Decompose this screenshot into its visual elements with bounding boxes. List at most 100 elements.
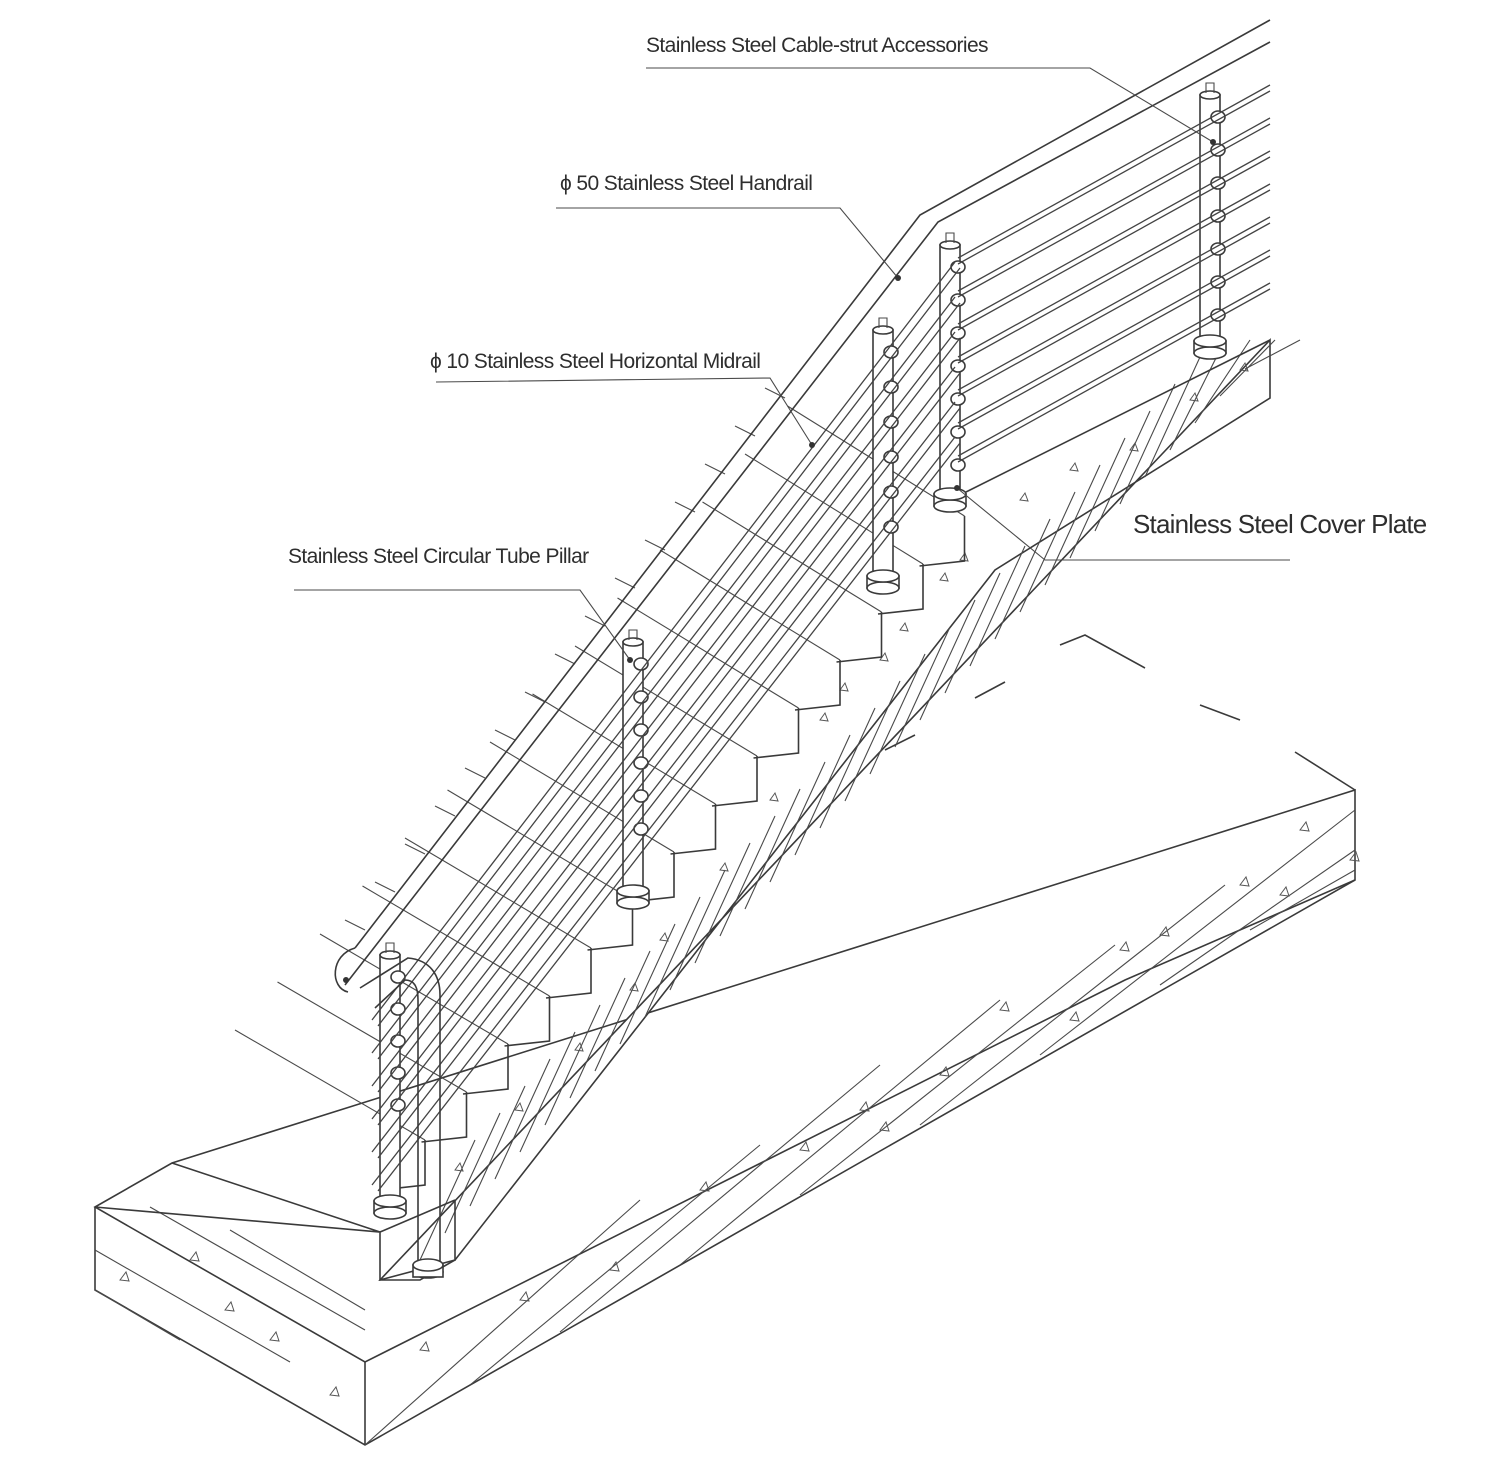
tread-tick [644, 539, 666, 551]
aggregate-mark [224, 1300, 235, 1312]
tread-tick [524, 691, 546, 703]
hatch-line [544, 1004, 601, 1126]
aggregate-mark [859, 1100, 870, 1112]
midrail-level [957, 249, 1271, 424]
aggregate-mark [119, 1270, 130, 1282]
pillars [373, 82, 1227, 1220]
tread-tick [404, 843, 426, 855]
midrail-sloped [377, 337, 961, 1093]
aggregate-mark [1159, 925, 1170, 937]
hatch-line [594, 950, 651, 1072]
step-edge [794, 660, 841, 711]
hatch-line [1159, 849, 1356, 986]
label-handrail: ϕ 50 Stainless Steel Handrail [560, 172, 812, 195]
step-edge [545, 948, 592, 999]
aggregate-mark [999, 1000, 1010, 1012]
aggregate-mark [879, 1120, 890, 1132]
midrail-level [957, 183, 1271, 358]
aggregate-mark [609, 1260, 620, 1272]
hatch-line [419, 1139, 476, 1261]
pillar [866, 317, 900, 595]
hatch-line [744, 788, 801, 910]
label-pillar: Stainless Steel Circular Tube Pillar [288, 545, 589, 568]
aggregate-mark [514, 1101, 524, 1112]
leader-midrail [435, 377, 813, 446]
aggregate-mark [454, 1161, 464, 1172]
hatch-line [919, 599, 976, 721]
aggregate-mark [629, 981, 639, 992]
aggregate-mark [659, 931, 669, 942]
hatch-line [1119, 383, 1176, 505]
step-edge [877, 564, 924, 615]
step-tread [574, 645, 758, 757]
hatch-line [229, 1229, 366, 1311]
midrail-sloped [371, 436, 956, 1186]
cable-strut-fitting [950, 392, 966, 406]
aggregate-mark [769, 791, 779, 802]
tread-tick [464, 767, 486, 779]
aggregate-mark [1349, 850, 1360, 862]
aggregate-mark [189, 1250, 200, 1262]
handrail [334, 19, 1271, 1279]
midrail-level [957, 189, 1271, 364]
midrail-level [957, 90, 1271, 265]
hatch-line [94, 1249, 291, 1363]
step-edge [421, 1092, 468, 1143]
midrail-sloped [371, 331, 956, 1087]
aggregate-mark [839, 681, 849, 692]
leader-cover-plate [956, 487, 1290, 561]
midrail-level [957, 84, 1271, 259]
hatch-line [794, 734, 851, 856]
leader-handrail [556, 207, 899, 279]
hatch-line [769, 761, 826, 883]
step-tread [319, 933, 509, 1045]
hatch-line [94, 1289, 181, 1341]
horizontal-midrails [371, 84, 1271, 1192]
slab-edges [94, 879, 1356, 1446]
label-midrail: ϕ 10 Stainless Steel Horizontal Midrail [430, 350, 760, 373]
hatch-line [844, 680, 901, 802]
label-cover-plate: Stainless Steel Cover Plate [1133, 509, 1427, 539]
hatch-line [919, 884, 1226, 1126]
aggregate-mark [574, 1041, 584, 1052]
pillar-cap [945, 232, 955, 243]
leader-lines [294, 67, 1290, 663]
aggregate-mark [899, 621, 909, 632]
midrail-sloped [377, 442, 961, 1192]
step-edge [670, 804, 717, 855]
aggregate-mark [719, 861, 729, 872]
slab-hatching [94, 809, 1360, 1446]
hatch-line [569, 977, 626, 1099]
aggregate-mark [329, 1385, 340, 1397]
midrail-level [957, 150, 1271, 325]
labels: Stainless Steel Cable-strut Accessories … [288, 34, 1428, 568]
hatch-line [1019, 491, 1076, 613]
hatch-line [364, 1199, 641, 1446]
step-tread [404, 837, 592, 949]
aggregate-mark [1119, 940, 1130, 952]
pillar-cap [385, 942, 395, 953]
tread-tick [494, 729, 516, 741]
aggregate-mark [1239, 361, 1249, 372]
aggregate-mark [1019, 491, 1029, 502]
hatch-line [1039, 809, 1356, 1056]
tread-tick [434, 805, 456, 817]
stringer-hatching [419, 339, 1301, 1261]
midrail-level [957, 117, 1271, 292]
pillar [1193, 82, 1227, 360]
aggregate-mark [939, 1065, 950, 1077]
hatch-line [1249, 869, 1356, 931]
step-edge [462, 1044, 509, 1095]
cable-strut-fitting [950, 359, 966, 373]
step-tread [277, 981, 467, 1093]
step-edge [711, 756, 758, 807]
step-edge [504, 996, 551, 1047]
aggregate-mark [699, 1180, 710, 1192]
hatch-line [444, 1112, 501, 1234]
aggregate-mark [1129, 441, 1139, 452]
midrail-level [957, 222, 1271, 397]
hatch-line [679, 999, 1001, 1266]
hatch-line [1144, 356, 1201, 478]
